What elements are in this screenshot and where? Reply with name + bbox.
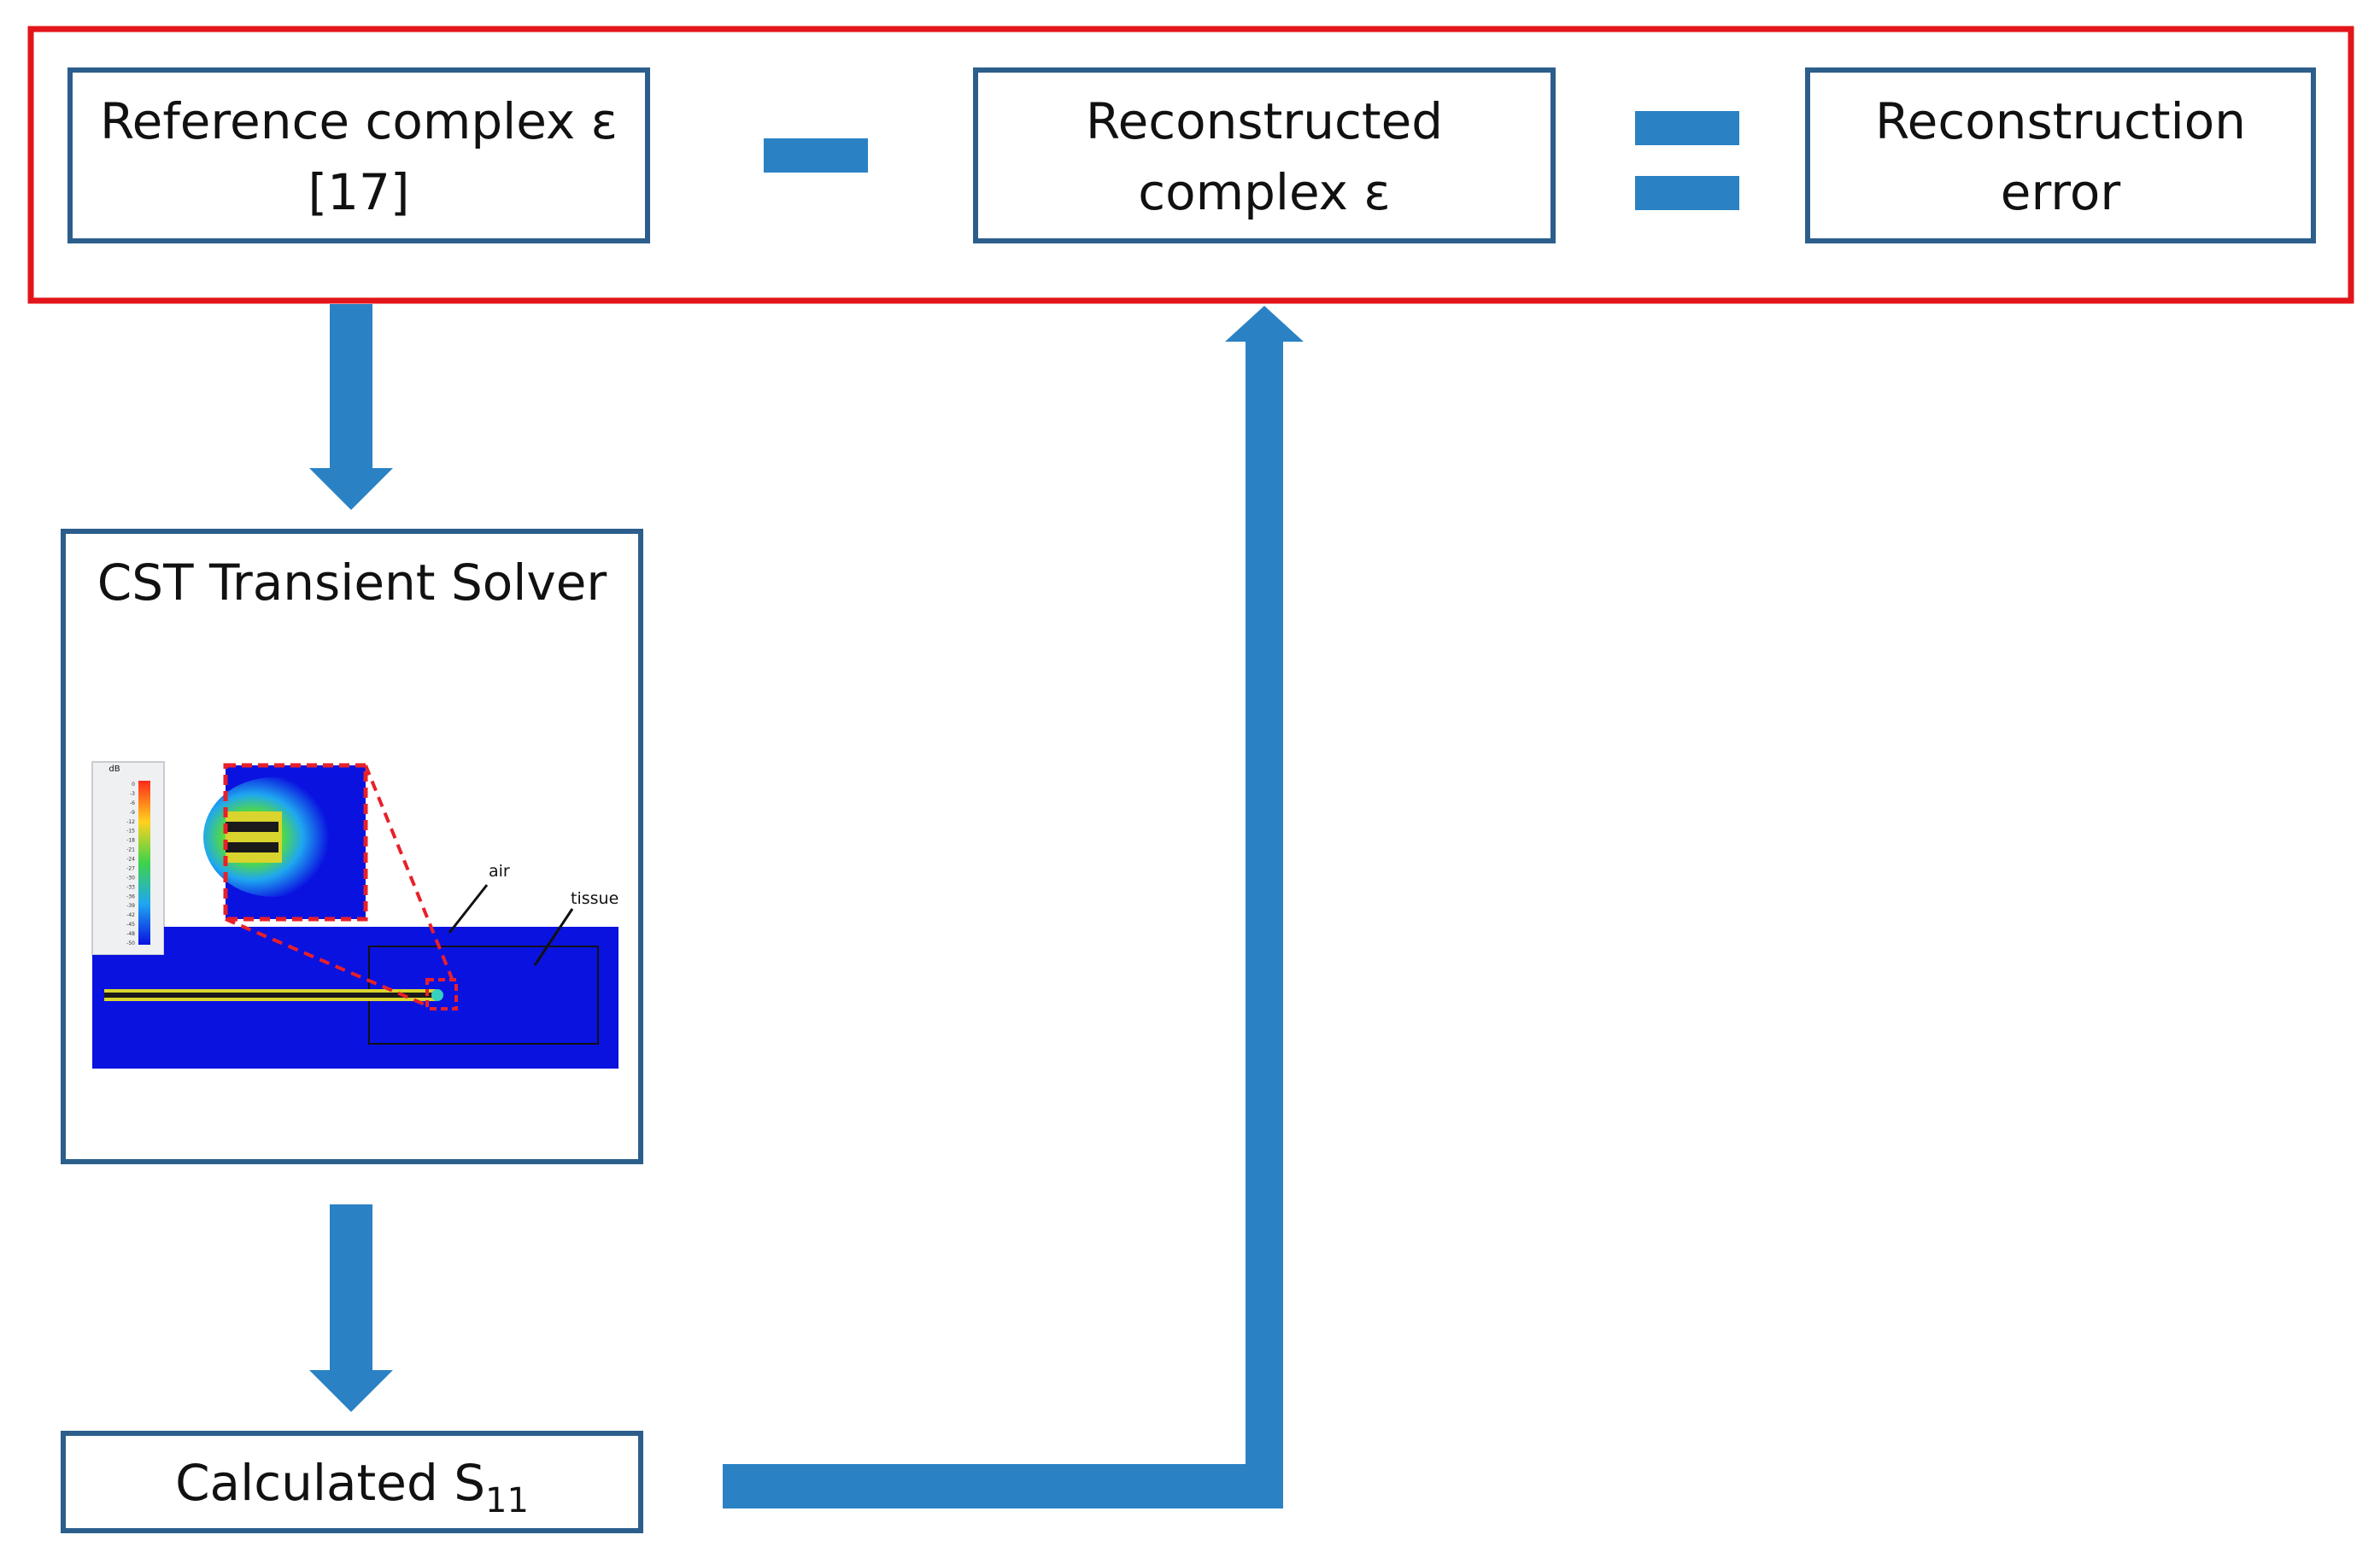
label-air: air	[489, 862, 510, 881]
colorbar-unit: dB	[108, 764, 120, 774]
reconstruction-error-line2: error	[2001, 163, 2121, 221]
reference-epsilon-line2: [17]	[308, 163, 409, 221]
cst-solver-box: CST Transient Solver dB 0 -3 -6 -9 -12 -15 -18…	[61, 529, 643, 1164]
colorbar-tick-label: -45	[126, 922, 135, 928]
colorbar-tick-label: -15	[126, 829, 135, 835]
reconstructed-epsilon-box: Reconstructed complex ε	[973, 67, 1556, 243]
arrow-down-icon	[309, 1204, 393, 1412]
simulation-image: dB 0 -3 -6 -9 -12 -15 -18 -21 -24 -27 -30 -33 -36 -39…	[91, 761, 618, 1069]
colorbar-tick-label: -50	[126, 940, 135, 946]
colorbar-tick-label: -12	[126, 819, 135, 825]
colorbar-ticks: 0 -3 -6 -9 -12 -15 -18 -21 -24 -27 -30 -33 -36 -39 -42…	[126, 782, 135, 946]
reference-epsilon-line1: Reference complex ε	[100, 92, 618, 150]
reconstruction-error-box: Reconstruction error	[1805, 67, 2316, 243]
colorbar-tick-label: -9	[130, 810, 135, 816]
tissue-pointer	[533, 908, 574, 966]
colorbar-tick-label: -48	[126, 931, 135, 937]
minus-icon	[764, 138, 868, 173]
label-tissue: tissue	[571, 889, 618, 908]
probe-tip-field	[431, 989, 443, 1001]
arrow-up-icon	[723, 306, 1304, 1508]
calculated-s11-subscript: 11	[485, 1481, 529, 1520]
equals-icon	[1635, 111, 1739, 210]
reconstructed-epsilon-line2: complex ε	[1138, 163, 1391, 221]
colorbar-tick-label: -24	[126, 857, 135, 863]
zoom-leader-bottom	[225, 917, 430, 1008]
probe	[104, 989, 436, 1001]
arrow-down-icon	[309, 304, 393, 510]
zoom-leader-top	[364, 764, 454, 981]
colorbar	[138, 781, 150, 945]
calculated-s11-text: Calculated S	[175, 1454, 485, 1512]
colorbar-tick-label: -21	[126, 847, 135, 853]
colorbar-tick-label: -42	[126, 912, 135, 918]
calculated-s11-label: Calculated S11	[175, 1454, 529, 1520]
reference-epsilon-box: Reference complex ε [17]	[67, 67, 650, 243]
colorbar-tick-label: -39	[126, 903, 135, 909]
colorbar-tick-label: -6	[130, 800, 135, 806]
reconstruction-error-line1: Reconstruction	[1875, 92, 2246, 150]
colorbar-tick-label: -36	[126, 893, 135, 899]
colorbar-tick-label: 0	[132, 782, 135, 788]
calculated-s11-box: Calculated S11	[61, 1431, 643, 1533]
reconstructed-epsilon-line1: Reconstructed	[1086, 92, 1443, 150]
air-pointer	[448, 884, 489, 934]
probe-zoom	[226, 811, 282, 863]
colorbar-tick-label: -30	[126, 875, 135, 881]
colorbar-tick-label: -3	[130, 791, 135, 797]
zoom-source-box	[425, 978, 458, 1010]
colorbar-tick-label: -18	[126, 838, 135, 844]
colorbar-tick-label: -33	[126, 884, 135, 890]
colorbar-tick-label: -27	[126, 865, 135, 871]
cst-solver-title: CST Transient Solver	[97, 554, 607, 612]
error-panel	[27, 26, 2354, 304]
zoom-inset-border	[223, 763, 368, 922]
